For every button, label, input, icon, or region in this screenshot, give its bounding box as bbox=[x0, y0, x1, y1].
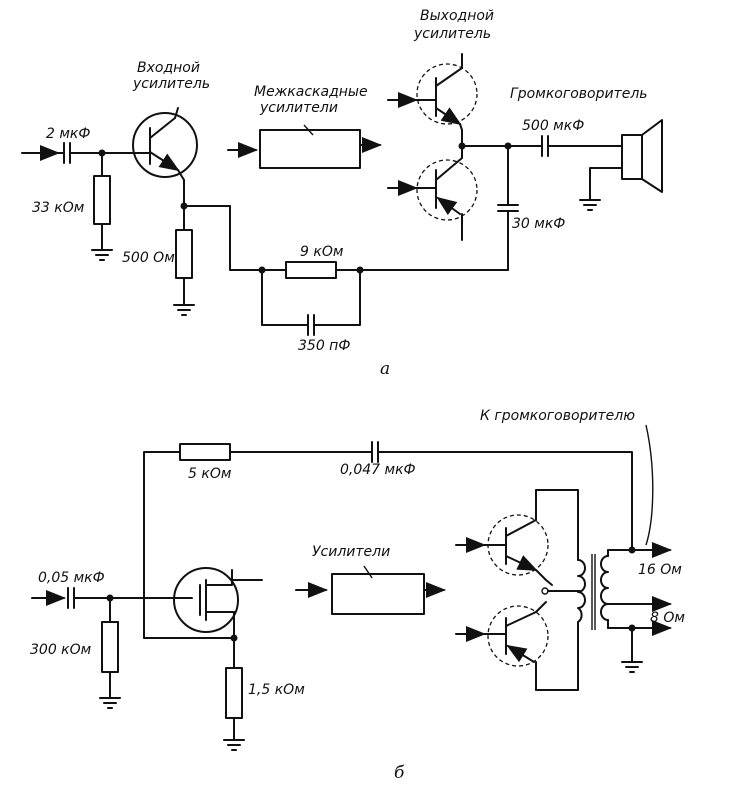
ground-icon bbox=[173, 304, 195, 316]
junction-tap-16 bbox=[628, 546, 636, 554]
ground-icon bbox=[223, 739, 245, 751]
label-tap-8: 8 Ом bbox=[650, 610, 685, 626]
label-tap-16: 16 Ом bbox=[638, 562, 682, 578]
resistor-r-emitter-a bbox=[175, 229, 193, 279]
diagram-a: Входной усилитель Межкаскадные усилители… bbox=[21, 8, 663, 379]
label-amplifiers: Усилители bbox=[312, 544, 390, 560]
label-output-amplifier-1: Выходной bbox=[420, 8, 494, 24]
label-to-speaker: К громкоговорителю bbox=[480, 408, 635, 424]
resistor-r-feedback-b bbox=[179, 443, 231, 461]
label-c-feedback-b: 0,047 мкФ bbox=[340, 462, 416, 478]
label-r-in-b: 300 кОм bbox=[30, 642, 92, 658]
speaker-icon bbox=[621, 119, 663, 193]
diagram-b: К громкоговорителю 5 кОм 0,047 мкФ 0,05 … bbox=[30, 408, 685, 783]
fet-transistor-b bbox=[173, 567, 263, 633]
ground-icon bbox=[621, 661, 643, 673]
output-transistor-bottom-b bbox=[455, 605, 549, 691]
ground-icon bbox=[91, 249, 113, 261]
resistor-r-in-b bbox=[101, 621, 119, 673]
output-transistor-bottom-a bbox=[387, 157, 478, 241]
label-c-out-a: 500 мкФ bbox=[522, 118, 584, 134]
label-c-in-a: 2 мкФ bbox=[46, 126, 90, 142]
leader-to-speaker bbox=[645, 424, 654, 546]
label-c-shunt-a: 30 мкФ bbox=[512, 216, 565, 232]
caption-b: б bbox=[394, 763, 405, 783]
resistor-r-in-a bbox=[93, 175, 111, 225]
label-interstage-1: Межкаскадные bbox=[254, 84, 368, 100]
output-transistor-top-a bbox=[387, 53, 478, 131]
amplifiers-block bbox=[331, 573, 425, 615]
ground-icon bbox=[579, 199, 601, 211]
label-c-feedback-a: 350 пФ bbox=[298, 338, 350, 354]
input-transistor-a bbox=[132, 107, 198, 181]
label-speaker: Громкоговоритель bbox=[510, 86, 648, 102]
label-input-amplifier-1: Входной bbox=[137, 60, 200, 76]
label-r-in-a: 33 кОм bbox=[32, 200, 85, 216]
label-r-emitter-a: 500 Ом bbox=[122, 250, 175, 266]
label-output-amplifier-2: усилитель bbox=[413, 26, 491, 42]
label-input-amplifier-2: усилитель bbox=[132, 76, 210, 92]
label-r-source-b: 1,5 кОм bbox=[248, 682, 305, 698]
resistor-r-source-b bbox=[225, 667, 243, 719]
label-r-feedback-b: 5 кОм bbox=[188, 466, 232, 482]
ground-icon bbox=[99, 697, 121, 709]
resistor-r-feedback-a bbox=[285, 261, 337, 279]
caption-a: а bbox=[380, 359, 390, 379]
interstage-amplifier-block bbox=[259, 129, 361, 169]
label-r-feedback-a: 9 кОм bbox=[300, 244, 344, 260]
label-interstage-2: усилители bbox=[259, 100, 338, 116]
transformer-secondary bbox=[600, 555, 609, 621]
label-c-in-b: 0,05 мкФ bbox=[38, 570, 105, 586]
output-transistor-top-b bbox=[455, 489, 549, 576]
